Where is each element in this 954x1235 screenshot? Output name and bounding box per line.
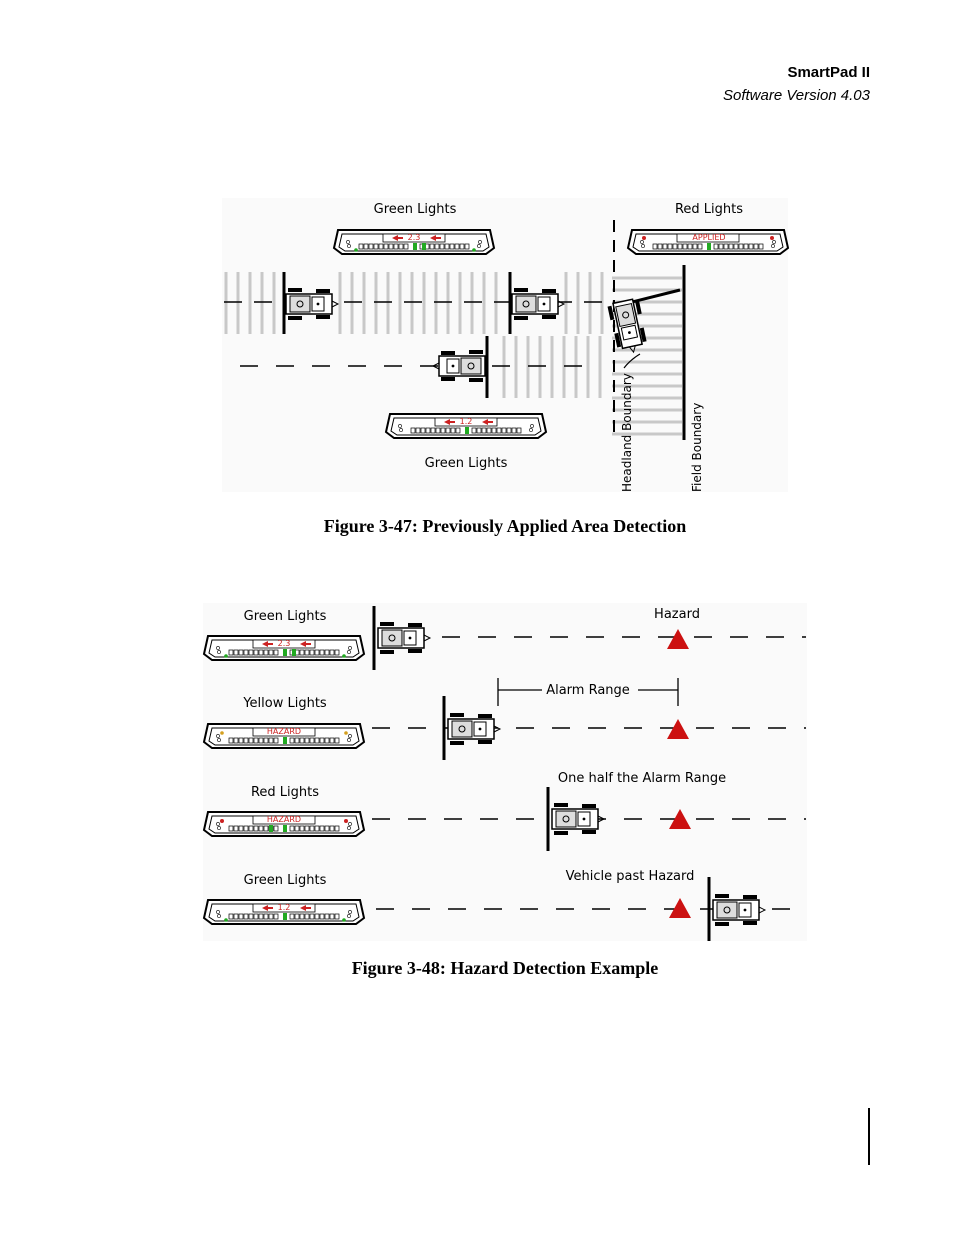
display-value: HAZARD [267,815,301,824]
display-value: APPLIED [692,233,725,242]
display-value: 1.2 [278,903,291,912]
figure-3-48: Green Lights Yellow Lights Red Lights Gr… [203,603,807,941]
lightbar-row2 [203,723,365,749]
label-field-boundary: Field Boundary [690,403,704,492]
headland-stripes [612,276,682,436]
display-value: 2.3 [408,233,421,242]
lightbar-row1 [203,635,365,661]
figure-caption: Figure 3-47: Previously Applied Area Det… [323,516,687,536]
display-value: 2.3 [278,639,291,648]
label-red-lights-top: Red Lights [675,202,743,217]
label-row1-lights: Green Lights [244,609,327,624]
header-subtitle: Software Version 4.03 [722,87,870,104]
figure-caption: Figure 3-48: Hazard Detection Example [351,958,659,978]
change-bar [868,1108,870,1165]
label-vehicle-past-hazard: Vehicle past Hazard [566,869,695,884]
header-title: SmartPad II [787,64,870,81]
label-half-alarm-range: One half the Alarm Range [558,771,726,786]
applied-swath-stripes [224,272,604,398]
display-value: HAZARD [267,727,301,736]
label-headland-boundary: Headland Boundary [620,373,634,492]
label-alarm-range: Alarm Range [546,683,630,698]
lightbar-row4 [203,899,365,925]
label-row4-lights: Green Lights [244,873,327,888]
label-row3-lights: Red Lights [251,785,319,800]
label-hazard: Hazard [654,607,700,622]
label-row2-lights: Yellow Lights [242,696,327,711]
lightbar-red-top [627,229,789,255]
display-value: 1.2 [460,417,473,426]
lightbar-green-top [333,229,495,255]
lightbar-green-bottom [385,413,547,439]
lightbar-row3 [203,811,365,837]
figure-3-47: Green Lights Red Lights Green Lights 2.3… [222,198,789,492]
label-green-lights-bottom: Green Lights [425,456,508,471]
label-green-lights-top: Green Lights [374,202,457,217]
